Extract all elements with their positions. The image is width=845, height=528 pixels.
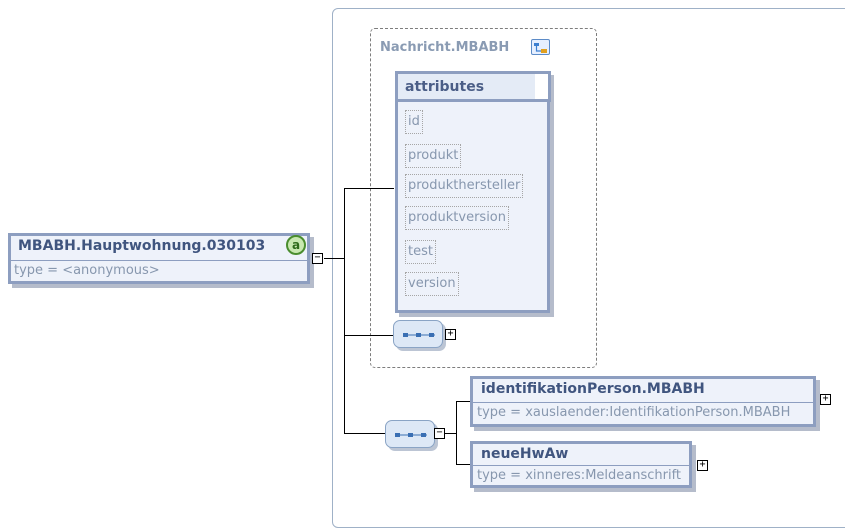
attribute-id[interactable]: id: [405, 110, 423, 134]
attribute-version[interactable]: version: [405, 272, 459, 296]
attributes-title: attributes: [405, 79, 485, 95]
connector-line: [456, 464, 470, 465]
root-element-box[interactable]: [8, 233, 310, 284]
sequence-compositor[interactable]: [385, 420, 435, 448]
connector-line: [344, 188, 345, 434]
root-element-name: MBABH.Hauptwohnung.030103: [18, 238, 266, 254]
type-derivation-icon: [531, 39, 550, 55]
complex-type-container: [370, 28, 597, 368]
sequence-icon: [395, 433, 427, 437]
connector-line: [456, 401, 470, 402]
element-name: identifikationPerson.MBABH: [481, 381, 705, 397]
root-element-divider: [11, 260, 307, 261]
expand-toggle-icon[interactable]: +: [820, 394, 831, 405]
complex-type-title[interactable]: Nachricht.MBABH: [380, 40, 510, 55]
attribute-produktversion[interactable]: produktversion: [405, 206, 509, 230]
sequence-icon: [403, 333, 435, 337]
sequence-compositor[interactable]: [393, 320, 443, 348]
connector-line: [344, 335, 394, 336]
connector-line: [456, 401, 457, 465]
collapse-toggle-icon[interactable]: −: [434, 428, 445, 439]
root-element-type: type = <anonymous>: [14, 263, 160, 278]
attribute-test[interactable]: test: [405, 240, 436, 264]
element-divider: [473, 402, 813, 403]
attribute-produkthersteller[interactable]: produkthersteller: [405, 174, 524, 198]
element-identifikationperson-box[interactable]: [470, 376, 816, 427]
attributes-divider: [395, 99, 550, 102]
element-type: type = xauslaender:IdentifikationPerson.…: [477, 405, 791, 420]
expand-toggle-icon[interactable]: +: [445, 329, 456, 340]
attributes-header-tab: [535, 71, 551, 102]
collapse-toggle-icon[interactable]: −: [312, 253, 323, 264]
attribute-produkt[interactable]: produkt: [405, 144, 462, 168]
element-neuehwaw-box[interactable]: [470, 441, 692, 488]
element-type: type = xinneres:Meldeanschrift: [477, 468, 682, 483]
expand-toggle-icon[interactable]: +: [697, 460, 708, 471]
connector-line: [324, 258, 345, 259]
connector-line: [444, 433, 456, 434]
element-divider: [473, 465, 689, 466]
annotation-icon[interactable]: a: [286, 235, 306, 255]
connector-line: [344, 433, 386, 434]
element-name: neueHwAw: [481, 446, 569, 462]
connector-line: [344, 188, 394, 189]
